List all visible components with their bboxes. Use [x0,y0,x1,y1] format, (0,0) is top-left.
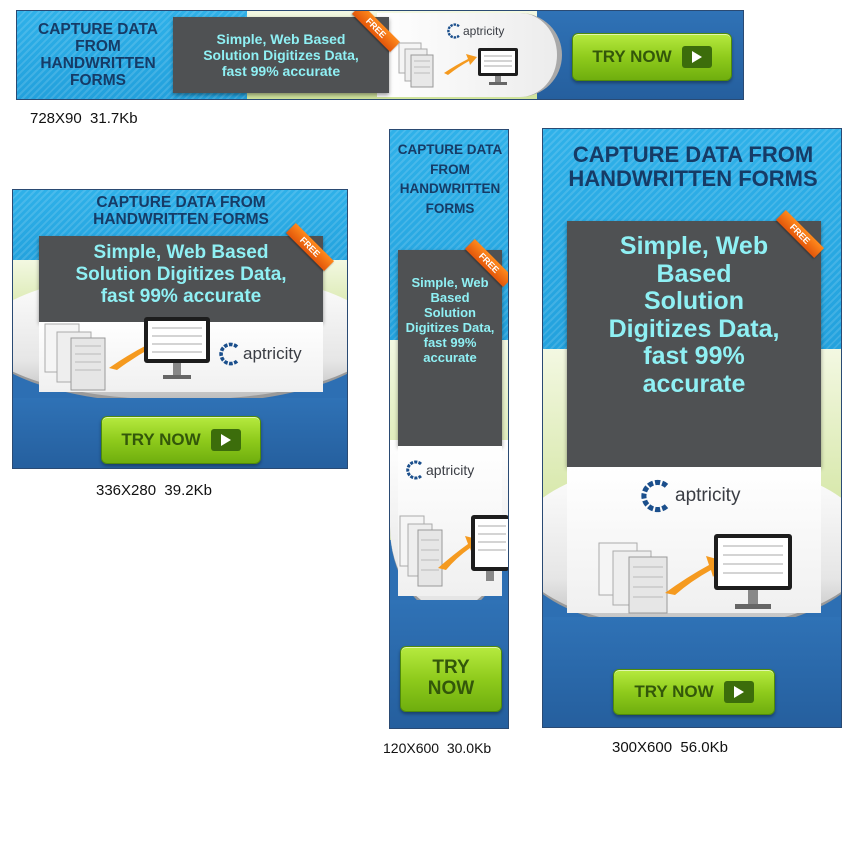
free-ribbon: FREE [775,209,825,259]
try-now-label: TRY NOW [592,47,672,66]
monitor-icon [478,48,518,85]
captricity-logo: aptricity [447,23,504,39]
tagline-panel: Simple, Web Based Solution Digitizes Dat… [398,250,502,446]
captricity-logo: aptricity [406,460,474,480]
try-now-label: TRY NOW [634,682,714,701]
headline: CAPTURE DATA FROM HANDWRITTEN FORMS [38,21,158,90]
tagline-panel: Simple, Web Based Solution Digitizes Dat… [39,236,323,322]
caption-336x280: 336X280 39.2Kb [96,482,212,499]
captricity-logo-icon [447,23,460,39]
forms-stack-icon [399,515,443,587]
forms-stack-icon [398,42,434,88]
try-now-button[interactable]: TRY NOW [613,669,775,715]
tagline-panel: Simple, Web Based Solution Digitizes Dat… [173,17,389,93]
tagline: Simple, Web Based Solution Digitizes Dat… [75,242,287,307]
captricity-logo-icon [641,479,669,513]
try-now-label: TRY NOW [121,430,201,449]
banner-120x600[interactable]: CAPTURE DATA FROM HANDWRITTEN FORMS Simp… [389,129,509,729]
monitor-icon [714,534,792,609]
banner-336x280[interactable]: CAPTURE DATA FROM HANDWRITTEN FORMS Simp… [12,189,348,469]
try-now-button[interactable]: TRY NOW [400,646,502,712]
monitor-icon [471,515,508,581]
logo-text: aptricity [675,485,741,506]
arrow-icon [444,54,477,75]
free-ribbon: FREE [285,222,335,272]
banner-728x90[interactable]: CAPTURE DATA FROM HANDWRITTEN FORMS Simp… [16,10,744,100]
tagline-panel: Simple, Web Based Solution Digitizes Dat… [567,221,821,467]
captricity-logo-icon [219,342,239,366]
headline: CAPTURE DATA FROM HANDWRITTEN FORMS [568,142,818,192]
monitor-icon [144,317,210,379]
logo-text: aptricity [243,344,302,363]
captricity-logo: aptricity [641,479,740,513]
free-ribbon: FREE [464,238,508,288]
arrow-icon [665,556,724,595]
tagline: Simple, Web Based Solution Digitizes Dat… [405,275,495,365]
caption-120x600: 120X600 30.0Kb [383,740,492,756]
captricity-logo: aptricity [219,342,302,366]
tagline: Simple, Web Based Solution Digitizes Dat… [608,232,780,398]
captricity-logo-icon [406,460,422,480]
caption-728x90: 728X90 31.7Kb [30,110,138,127]
play-icon [681,46,712,68]
tagline: Simple, Web Based Solution Digitizes Dat… [203,30,359,80]
headline: CAPTURE DATA FROM HANDWRITTEN FORMS [93,194,269,229]
play-icon [210,429,241,451]
caption-300x600: 300X600 56.0Kb [612,739,728,756]
logo-text: aptricity [463,24,505,38]
free-ribbon: FREE [351,11,401,53]
try-now-button[interactable]: TRY NOW [572,33,732,81]
forms-stack-icon [598,542,668,614]
headline: CAPTURE DATA FROM HANDWRITTEN FORMS [397,142,503,216]
try-now-label: TRY NOW [427,657,475,699]
try-now-button[interactable]: TRY NOW [101,416,261,464]
forms-stack-icon [44,323,106,391]
logo-text: aptricity [426,462,475,478]
play-icon [723,681,754,703]
arrow-icon [438,536,481,570]
banner-300x600[interactable]: CAPTURE DATA FROM HANDWRITTEN FORMS Simp… [542,128,842,728]
